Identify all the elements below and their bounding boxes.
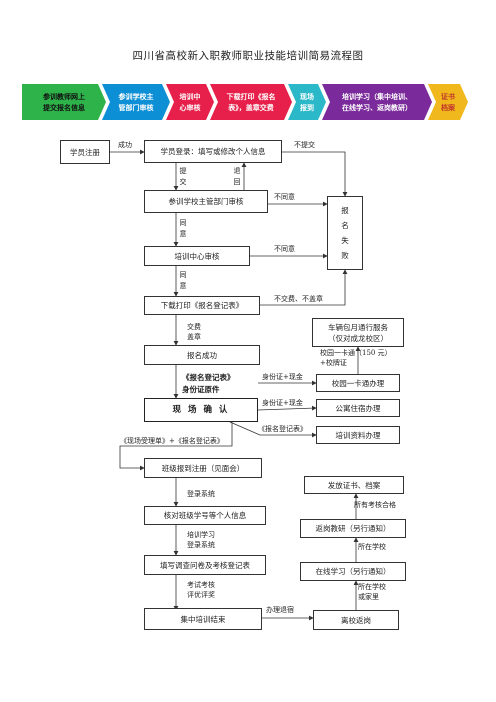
register-box: 学员注册: [60, 140, 110, 164]
box-text: 集中培训结束: [180, 614, 226, 624]
box-text: 班级报到注册（见面会）: [161, 463, 245, 473]
center-review-box: 培训中心审核: [144, 246, 250, 266]
label-accept-form: 《现场受理单》+《报名登记表》: [120, 437, 224, 445]
stage-label: 参训教师网上 提交报名信息: [43, 92, 85, 112]
label-submit: 提 交: [179, 167, 187, 186]
label-campus-card-note: 校园一卡通（150 元） +校牌证: [320, 349, 392, 367]
label-at-school: 所在学校: [358, 543, 386, 551]
success-box: 报名成功: [144, 345, 260, 365]
bus-box: 车辆包月通行服务 （仅对成龙校区）: [312, 318, 404, 347]
box-text: 发放证书、档案: [327, 480, 381, 490]
stage-6: 培训学习（集中培训、 在线学习、返岗教研）: [322, 84, 432, 120]
stage-label: 培训学习（集中培训、 在线学习、返岗教研）: [342, 92, 412, 112]
box-text: 下载打印《报名登记表》: [160, 301, 244, 310]
label-exam-eval: 考试考核 评优评奖: [187, 581, 215, 599]
label-disagree-2: 不同意: [274, 245, 295, 253]
box-text: 校园一卡通办理: [331, 378, 385, 388]
box-text: 现 场 确 认: [172, 404, 230, 415]
box-text: 报 名 失 败: [341, 206, 349, 260]
online-box: 在线学习（另行通知）: [300, 562, 406, 581]
onsite-box: 现 场 确 认: [144, 398, 258, 422]
label-fee-stamp: 交费 盖章: [187, 323, 201, 341]
box-text: 报名成功: [187, 350, 217, 360]
box-text: 填写调查问卷及考核登记表: [160, 560, 250, 570]
card-box: 校园一卡通办理: [316, 374, 400, 392]
login-box: 学员登录：填写或修改个人信息: [144, 140, 282, 163]
stage-1: 参训教师网上 提交报名信息: [22, 84, 106, 120]
label-id-cash-1: 身份证+现金: [262, 373, 303, 381]
label-leave-proc: 办理退宿: [266, 606, 294, 614]
box-text: 车辆包月通行服务 （仅对成龙校区）: [328, 322, 388, 343]
download-box: 下载打印《报名登记表》: [144, 296, 260, 315]
label-success-arrow: 成功: [118, 141, 132, 149]
materials-box: 培训资料办理: [316, 426, 400, 444]
label-all-pass: 所有考核合格: [354, 501, 396, 509]
stage-label: 证书 档案: [441, 92, 455, 112]
arrow-onsite-materials: [229, 421, 317, 438]
stage-label: 参训学校主 管部门审核: [118, 92, 154, 112]
school-review-box: 参训学校主管部门审核: [144, 190, 268, 213]
class-report-box: 班级报到注册（见面会）: [144, 458, 262, 478]
label-id-cash-2: 身份证+现金: [262, 399, 303, 407]
label-agree-2: 同 意: [179, 271, 187, 290]
arrow-login-nosubmit: [282, 151, 348, 197]
box-text: 在线学习（另行通知）: [315, 567, 391, 576]
label-training-login: 培训学习 登录系统: [187, 531, 215, 549]
box-text: 学员注册: [70, 147, 100, 157]
survey-box: 填写调查问卷及考核登记表: [144, 555, 266, 575]
verify-box: 核对班级学号等个人信息: [144, 506, 266, 525]
stage-label: 培训中 心审核: [179, 92, 201, 112]
stage-3: 培训中 心审核: [166, 84, 214, 120]
label-at-school-or-home: 所在学校 或家里: [358, 583, 386, 601]
label-agree-1: 同 意: [179, 219, 187, 238]
label-login-system: 登录系统: [187, 490, 215, 498]
label-no-fee: 不交费、不盖章: [274, 295, 323, 303]
box-text: 学员登录：填写或修改个人信息: [160, 147, 266, 156]
page-title: 四川省高校新入职教师职业技能培训简易流程图: [132, 50, 364, 62]
box-text: 参训学校主管部门审核: [168, 197, 244, 206]
stage-4: 下载打印《报名 表》，盖章交费: [210, 84, 292, 120]
stage-2: 参训学校主 管部门审核: [102, 84, 170, 120]
stage-label: 下载打印《报名 表》，盖章交费: [226, 92, 276, 112]
return-research-box: 返岗教研（另行通知）: [300, 519, 406, 538]
box-text: 培训中心审核: [174, 251, 220, 261]
fail-box: 报 名 失 败: [327, 196, 363, 270]
label-no-submit: 不提交: [294, 141, 315, 149]
certificate-box: 发放证书、档案: [304, 476, 404, 494]
box-text: 核对班级学号等个人信息: [163, 511, 247, 520]
box-text: 培训资料办理: [335, 430, 381, 440]
arrow-onsite-class: [119, 422, 233, 471]
end-training-box: 集中培训结束: [144, 608, 262, 630]
arrow-download-fail: [260, 269, 348, 306]
box-text: 离校返岗: [341, 615, 371, 625]
dorm-box: 公寓住宿办理: [316, 399, 400, 417]
label-return: 退 回: [233, 167, 241, 186]
stage-label: 现场 报到: [300, 92, 314, 112]
box-text: 返岗教研（另行通知）: [315, 524, 391, 533]
label-onsite-docs: 《报名登记表》 身份证原件: [182, 373, 235, 394]
box-text: 公寓住宿办理: [335, 403, 381, 413]
label-reg-form: 《报名登记表》: [258, 425, 307, 433]
arrow-onsite-dorm: [257, 405, 317, 411]
leave-box: 离校返岗: [313, 610, 399, 630]
label-disagree-1: 不同意: [274, 193, 295, 201]
